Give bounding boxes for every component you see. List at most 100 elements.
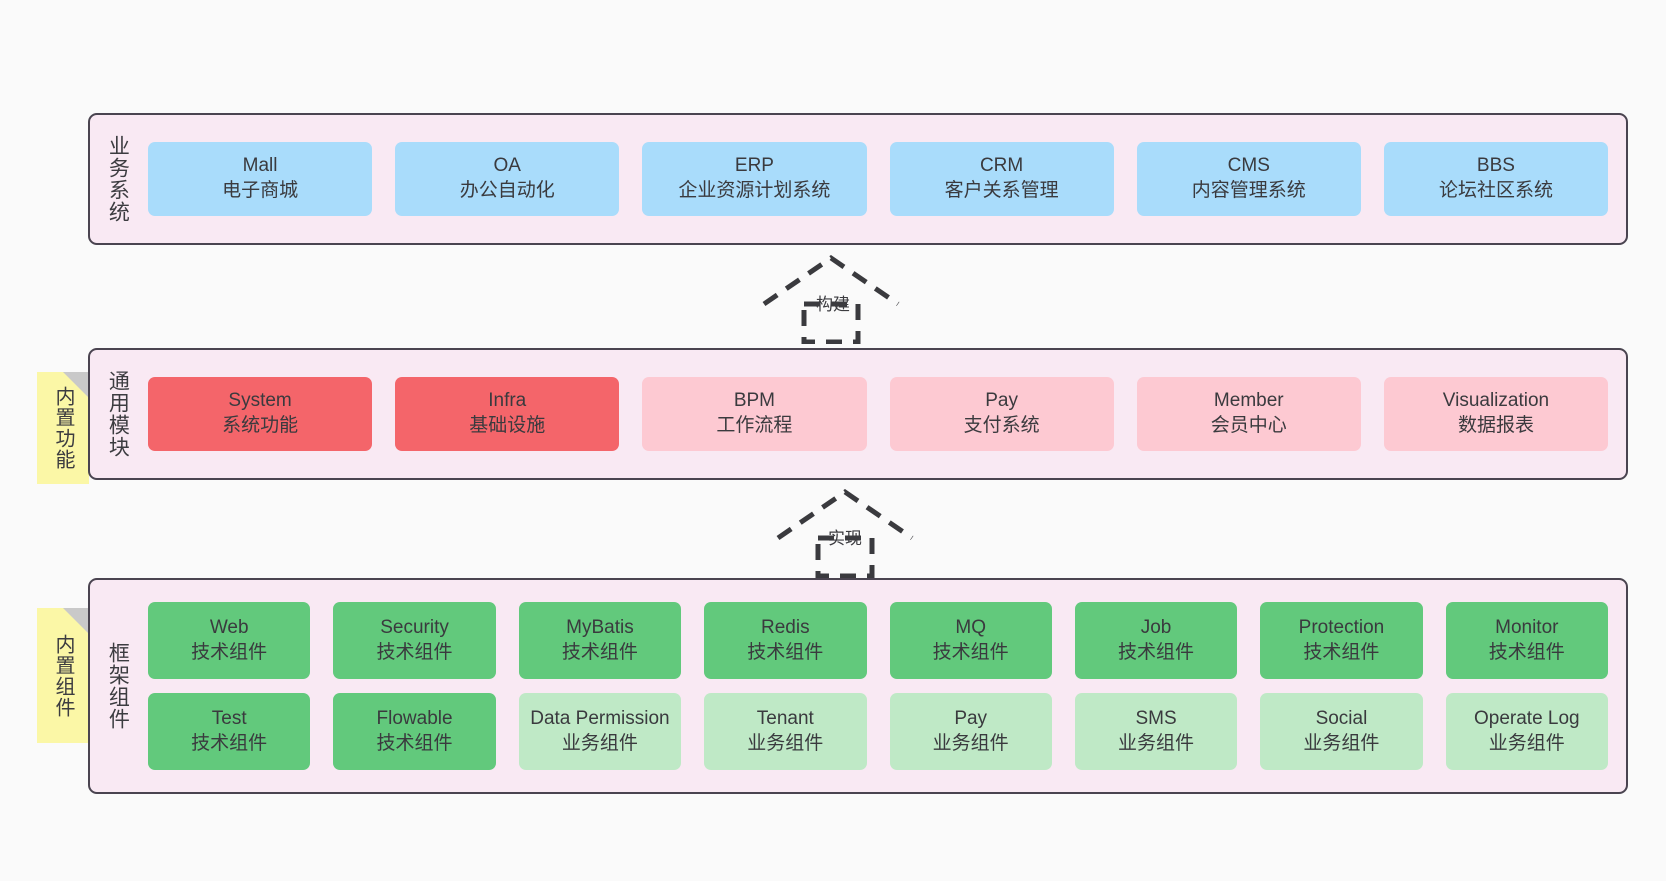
connector-label-build: 构建 xyxy=(816,295,850,314)
component-card-data-permission[interactable]: Data Permission 业务组件 xyxy=(518,693,682,770)
card-subtitle: 技术组件 xyxy=(747,641,824,663)
connector-implement: 实现 xyxy=(770,486,920,579)
tier-modules-row: System 系统功能 Infra 基础设施 BPM 工作流程 Pay 支付系统… xyxy=(148,377,1609,451)
card-subtitle: 技术组件 xyxy=(561,641,638,663)
component-card-monitor[interactable]: Monitor 技术组件 xyxy=(1445,602,1608,679)
card-subtitle: 内容管理系统 xyxy=(1191,180,1306,201)
card-title: BPM xyxy=(733,390,776,412)
card-subtitle: 办公自动化 xyxy=(459,180,555,201)
card-subtitle: 业务组件 xyxy=(1118,732,1195,754)
module-card-system[interactable]: System 系统功能 xyxy=(148,377,373,451)
module-card-infra[interactable]: Infra 基础设施 xyxy=(395,377,620,451)
tier-business-system: 业务系统 Mall 电子商城 OA 办公自动化 ERP 企业资源计划系统 CRM… xyxy=(88,113,1628,245)
card-title: Data Permission xyxy=(530,707,670,729)
card-title: OA xyxy=(493,155,521,177)
component-card-flowable[interactable]: Flowable 技术组件 xyxy=(333,693,496,770)
card-subtitle: 业务组件 xyxy=(932,732,1009,754)
dashed-generalization-arrow-icon xyxy=(776,488,914,579)
card-subtitle: 基础设施 xyxy=(469,415,546,436)
module-card-cms[interactable]: CMS 内容管理系统 xyxy=(1136,142,1361,216)
card-subtitle: 支付系统 xyxy=(963,415,1040,436)
card-subtitle: 系统功能 xyxy=(222,415,299,436)
card-title: Pay xyxy=(985,390,1018,412)
module-card-crm[interactable]: CRM 客户关系管理 xyxy=(889,142,1114,216)
card-title: MyBatis xyxy=(566,616,634,638)
card-subtitle: 数据报表 xyxy=(1457,415,1534,436)
component-card-sms[interactable]: SMS 业务组件 xyxy=(1074,693,1238,770)
tier-framework-row-tech: Web 技术组件 Security 技术组件 MyBatis 技术组件 Redi… xyxy=(148,602,1608,679)
card-title: Security xyxy=(380,616,449,638)
card-title: CMS xyxy=(1227,155,1270,177)
card-title: ERP xyxy=(734,155,774,177)
card-title: Social xyxy=(1315,707,1368,729)
sticky-note-label: 内置组件 xyxy=(52,633,74,718)
card-subtitle: 工作流程 xyxy=(716,415,793,436)
tier-framework-components: 框架组件 Web 技术组件 Security 技术组件 MyBatis 技术组件… xyxy=(88,578,1628,794)
component-card-operate-log[interactable]: Operate Log 业务组件 xyxy=(1445,693,1608,770)
card-subtitle: 业务组件 xyxy=(1488,732,1565,754)
card-title: Monitor xyxy=(1495,616,1559,638)
card-title: Tenant xyxy=(756,707,814,729)
card-title: Visualization xyxy=(1442,390,1550,412)
card-subtitle: 业务组件 xyxy=(1303,732,1380,754)
tier-body-business: Mall 电子商城 OA 办公自动化 ERP 企业资源计划系统 CRM 客户关系… xyxy=(134,115,1626,243)
component-card-protection[interactable]: Protection 技术组件 xyxy=(1260,602,1423,679)
card-title: SMS xyxy=(1135,707,1177,729)
card-title: System xyxy=(228,390,292,412)
component-card-tenant[interactable]: Tenant 业务组件 xyxy=(704,693,867,770)
tier-common-modules: 通用模块 System 系统功能 Infra 基础设施 BPM 工作流程 Pay… xyxy=(88,348,1628,480)
component-card-redis[interactable]: Redis 技术组件 xyxy=(704,602,867,679)
component-card-mq[interactable]: MQ 技术组件 xyxy=(889,602,1052,679)
card-title: Flowable xyxy=(376,707,453,729)
card-title: Mall xyxy=(242,155,278,177)
tier-body-modules: System 系统功能 Infra 基础设施 BPM 工作流程 Pay 支付系统… xyxy=(134,350,1626,478)
card-title: Pay xyxy=(954,707,988,729)
card-subtitle: 技术组件 xyxy=(1303,641,1380,663)
module-card-bpm[interactable]: BPM 工作流程 xyxy=(642,377,867,451)
component-card-pay[interactable]: Pay 业务组件 xyxy=(889,693,1052,770)
card-subtitle: 技术组件 xyxy=(191,641,268,663)
module-card-member[interactable]: Member 会员中心 xyxy=(1136,377,1361,451)
card-subtitle: 技术组件 xyxy=(376,641,453,663)
module-card-erp[interactable]: ERP 企业资源计划系统 xyxy=(642,142,867,216)
card-subtitle: 技术组件 xyxy=(932,641,1009,663)
tier-title-business: 业务系统 xyxy=(106,135,130,223)
card-subtitle: 客户关系管理 xyxy=(944,180,1059,201)
component-card-test[interactable]: Test 技术组件 xyxy=(148,693,311,770)
card-title: Web xyxy=(209,616,249,638)
component-card-security[interactable]: Security 技术组件 xyxy=(333,602,496,679)
tier-business-row: Mall 电子商城 OA 办公自动化 ERP 企业资源计划系统 CRM 客户关系… xyxy=(148,142,1609,216)
card-subtitle: 技术组件 xyxy=(191,732,268,754)
card-subtitle: 技术组件 xyxy=(1488,641,1565,663)
module-card-oa[interactable]: OA 办公自动化 xyxy=(395,142,620,216)
connector-label-implement: 实现 xyxy=(828,529,862,548)
component-card-job[interactable]: Job 技术组件 xyxy=(1074,602,1238,679)
card-subtitle: 技术组件 xyxy=(1118,641,1195,663)
card-title: Test xyxy=(211,707,247,729)
module-card-pay[interactable]: Pay 支付系统 xyxy=(889,377,1114,451)
module-card-bbs[interactable]: BBS 论坛社区系统 xyxy=(1383,142,1609,216)
tier-title-modules: 通用模块 xyxy=(106,370,130,458)
connector-build: 构建 xyxy=(756,252,906,345)
card-title: MQ xyxy=(955,616,986,638)
component-card-social[interactable]: Social 业务组件 xyxy=(1260,693,1423,770)
card-title: Member xyxy=(1213,390,1284,412)
card-title: Job xyxy=(1140,616,1172,638)
sticky-note-builtin-features: 内置功能 xyxy=(37,372,89,484)
card-title: Infra xyxy=(488,390,527,412)
card-subtitle: 会员中心 xyxy=(1210,415,1287,436)
tier-framework-row-business: Test 技术组件 Flowable 技术组件 Data Permission … xyxy=(148,693,1608,770)
card-title: CRM xyxy=(979,155,1024,177)
card-title: Redis xyxy=(761,616,810,638)
module-card-visualization[interactable]: Visualization 数据报表 xyxy=(1383,377,1609,451)
card-subtitle: 电子商城 xyxy=(222,180,299,201)
component-card-web[interactable]: Web 技术组件 xyxy=(148,602,311,679)
tier-body-framework: Web 技术组件 Security 技术组件 MyBatis 技术组件 Redi… xyxy=(134,580,1626,792)
component-card-mybatis[interactable]: MyBatis 技术组件 xyxy=(518,602,682,679)
tier-title-framework: 框架组件 xyxy=(106,642,130,730)
module-card-mall[interactable]: Mall 电子商城 xyxy=(148,142,373,216)
card-subtitle: 业务组件 xyxy=(747,732,824,754)
sticky-note-builtin-components: 内置组件 xyxy=(37,608,89,743)
sticky-note-label: 内置功能 xyxy=(52,386,74,470)
